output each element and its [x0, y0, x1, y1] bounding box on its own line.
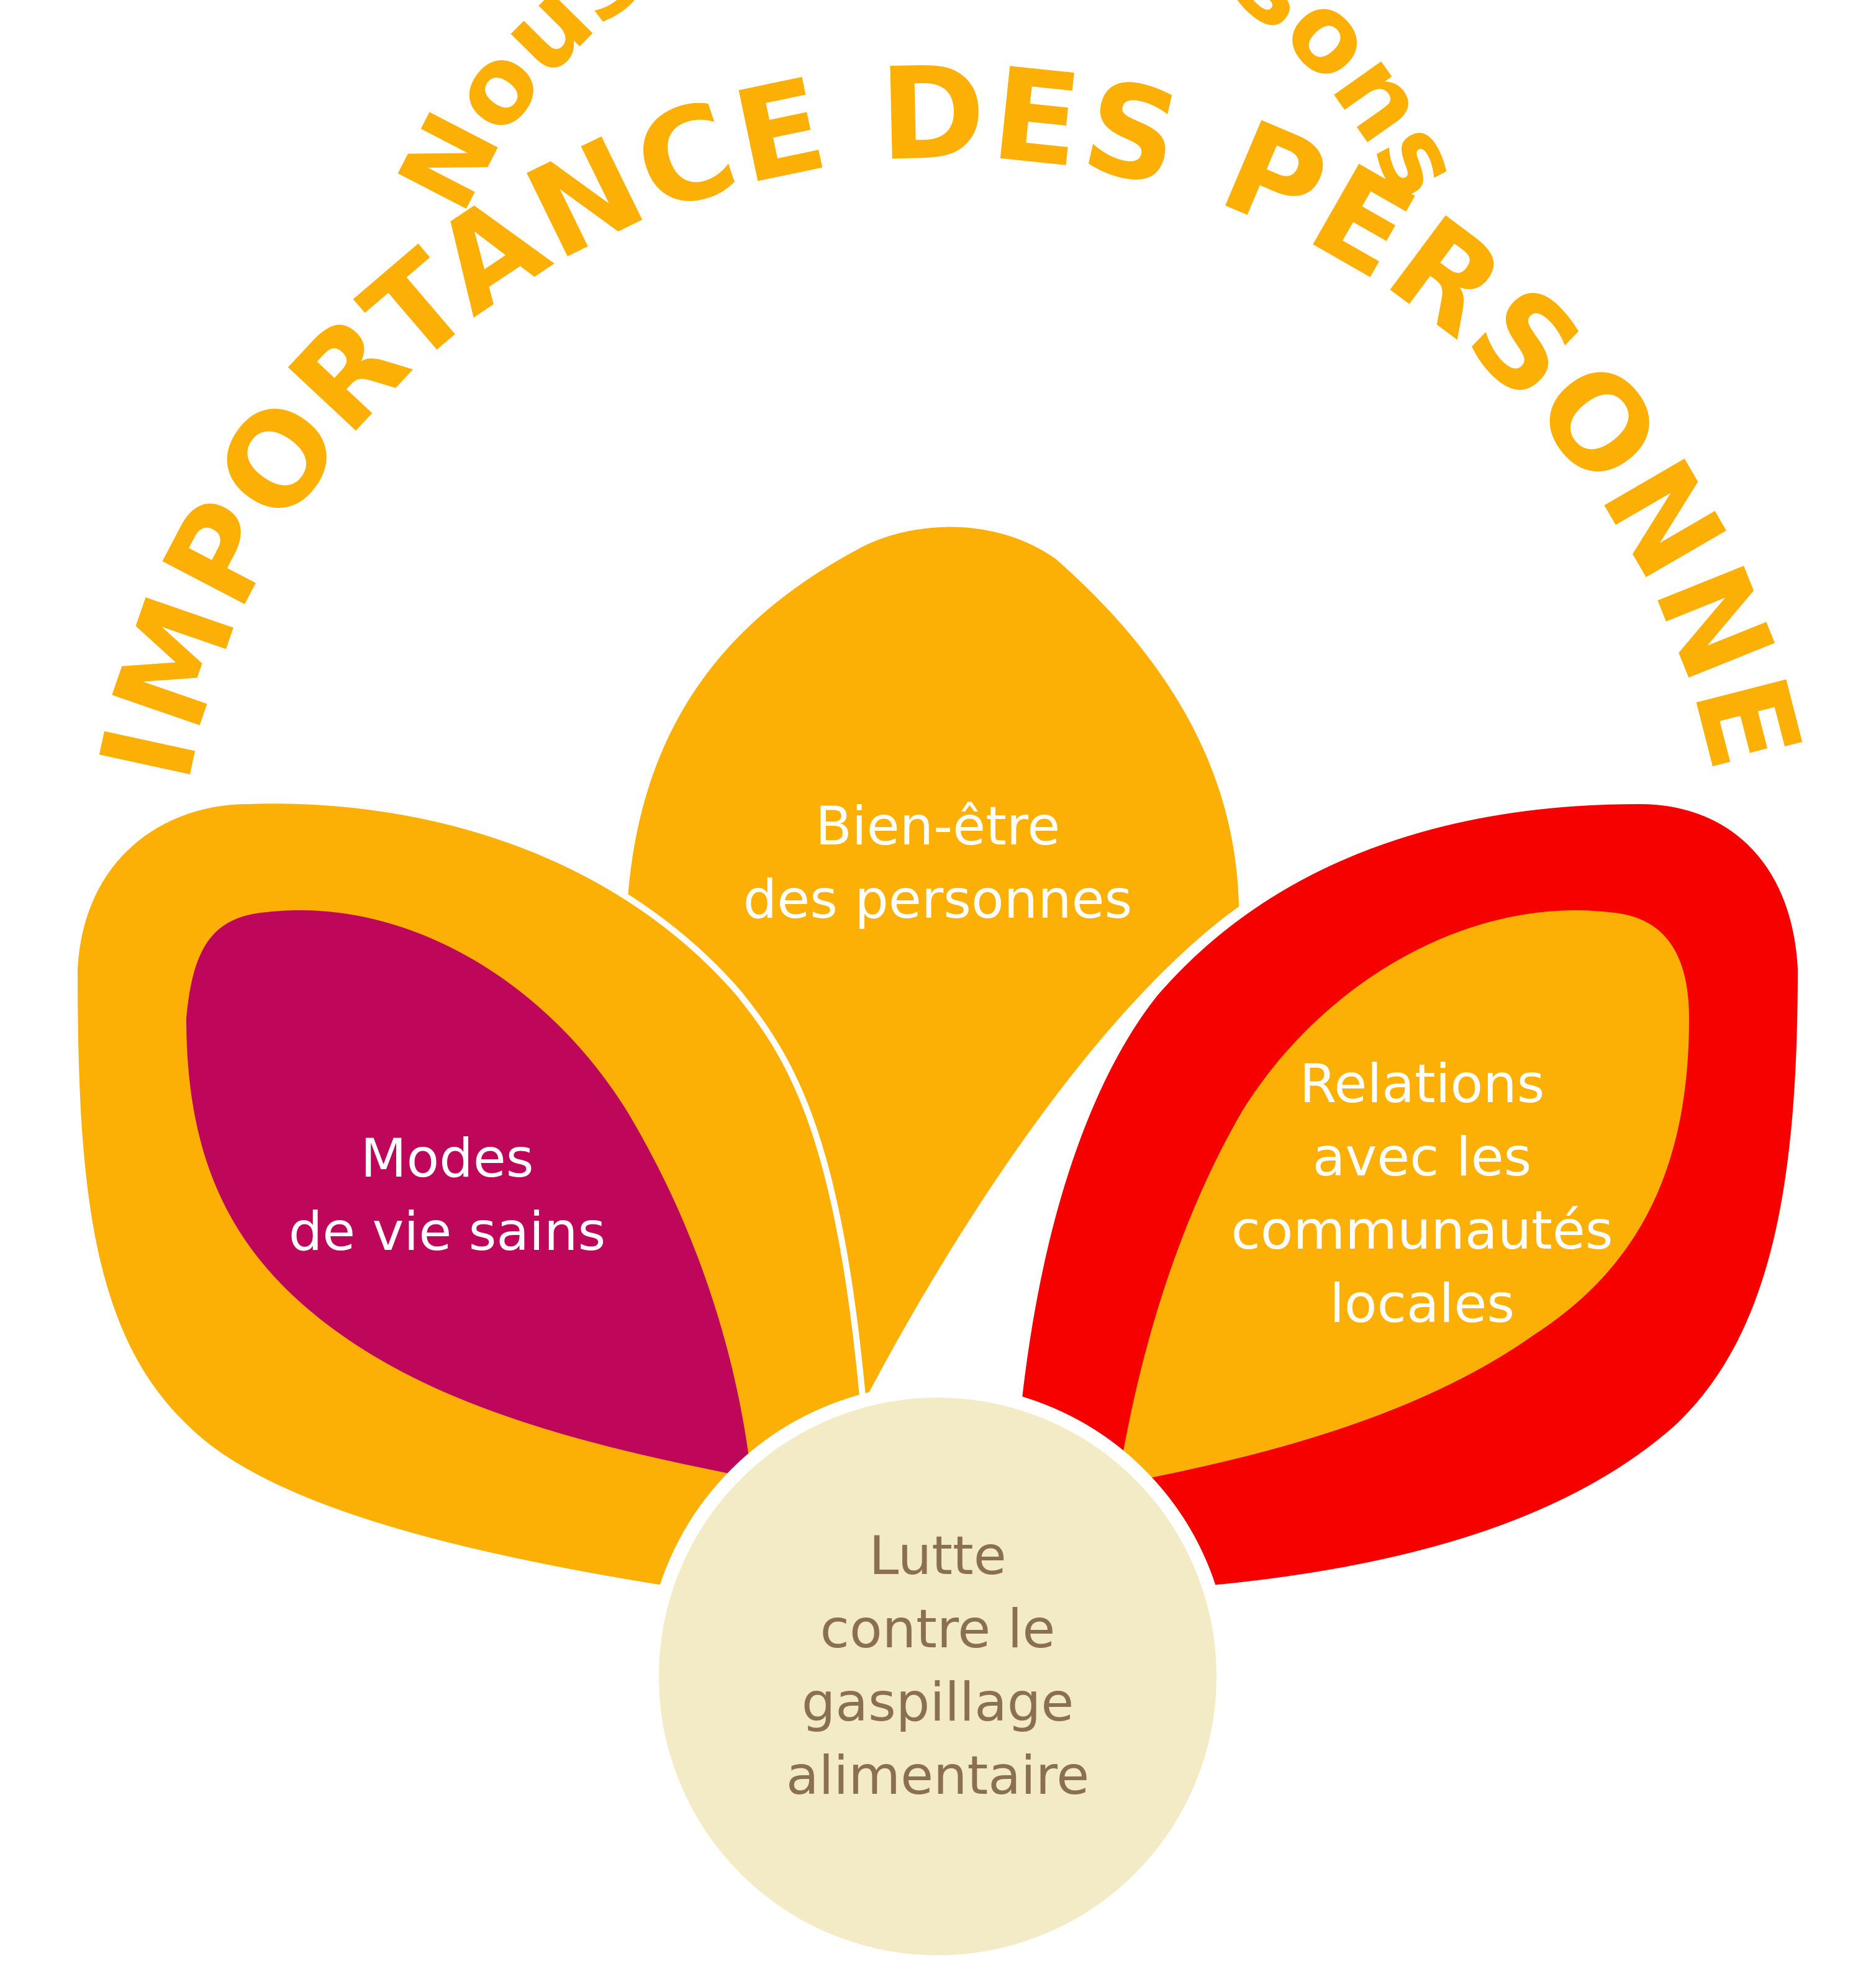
label-left-line-2: de vie sains [289, 1201, 606, 1263]
label-left: Modes de vie sains [289, 1128, 606, 1263]
label-right-line-2: avec les [1313, 1126, 1532, 1188]
label-right-line-1: Relations [1300, 1053, 1545, 1115]
petal-top [627, 527, 1239, 1403]
label-center-line-2: contre le [820, 1598, 1056, 1660]
label-top-line-2: des personnes [743, 869, 1133, 931]
label-right-line-4: locales [1330, 1273, 1515, 1335]
petal-left-inner [186, 910, 751, 1478]
label-center-line-3: gaspillage [802, 1672, 1074, 1734]
petal-right-inner [1118, 910, 1689, 1484]
label-center: Lutte contre le gaspillage alimentaire [786, 1525, 1089, 1807]
label-center-line-4: alimentaire [786, 1745, 1089, 1807]
label-right: Relations avec les communautés locales [1231, 1053, 1613, 1335]
label-top: Bien-être des personnes [743, 795, 1133, 931]
label-center-line-1: Lutte [869, 1525, 1006, 1587]
label-top-line-1: Bien-être [815, 795, 1060, 857]
label-right-line-3: communautés [1231, 1200, 1613, 1262]
center-circle [645, 1384, 1230, 1969]
label-left-line-1: Modes [360, 1128, 533, 1190]
